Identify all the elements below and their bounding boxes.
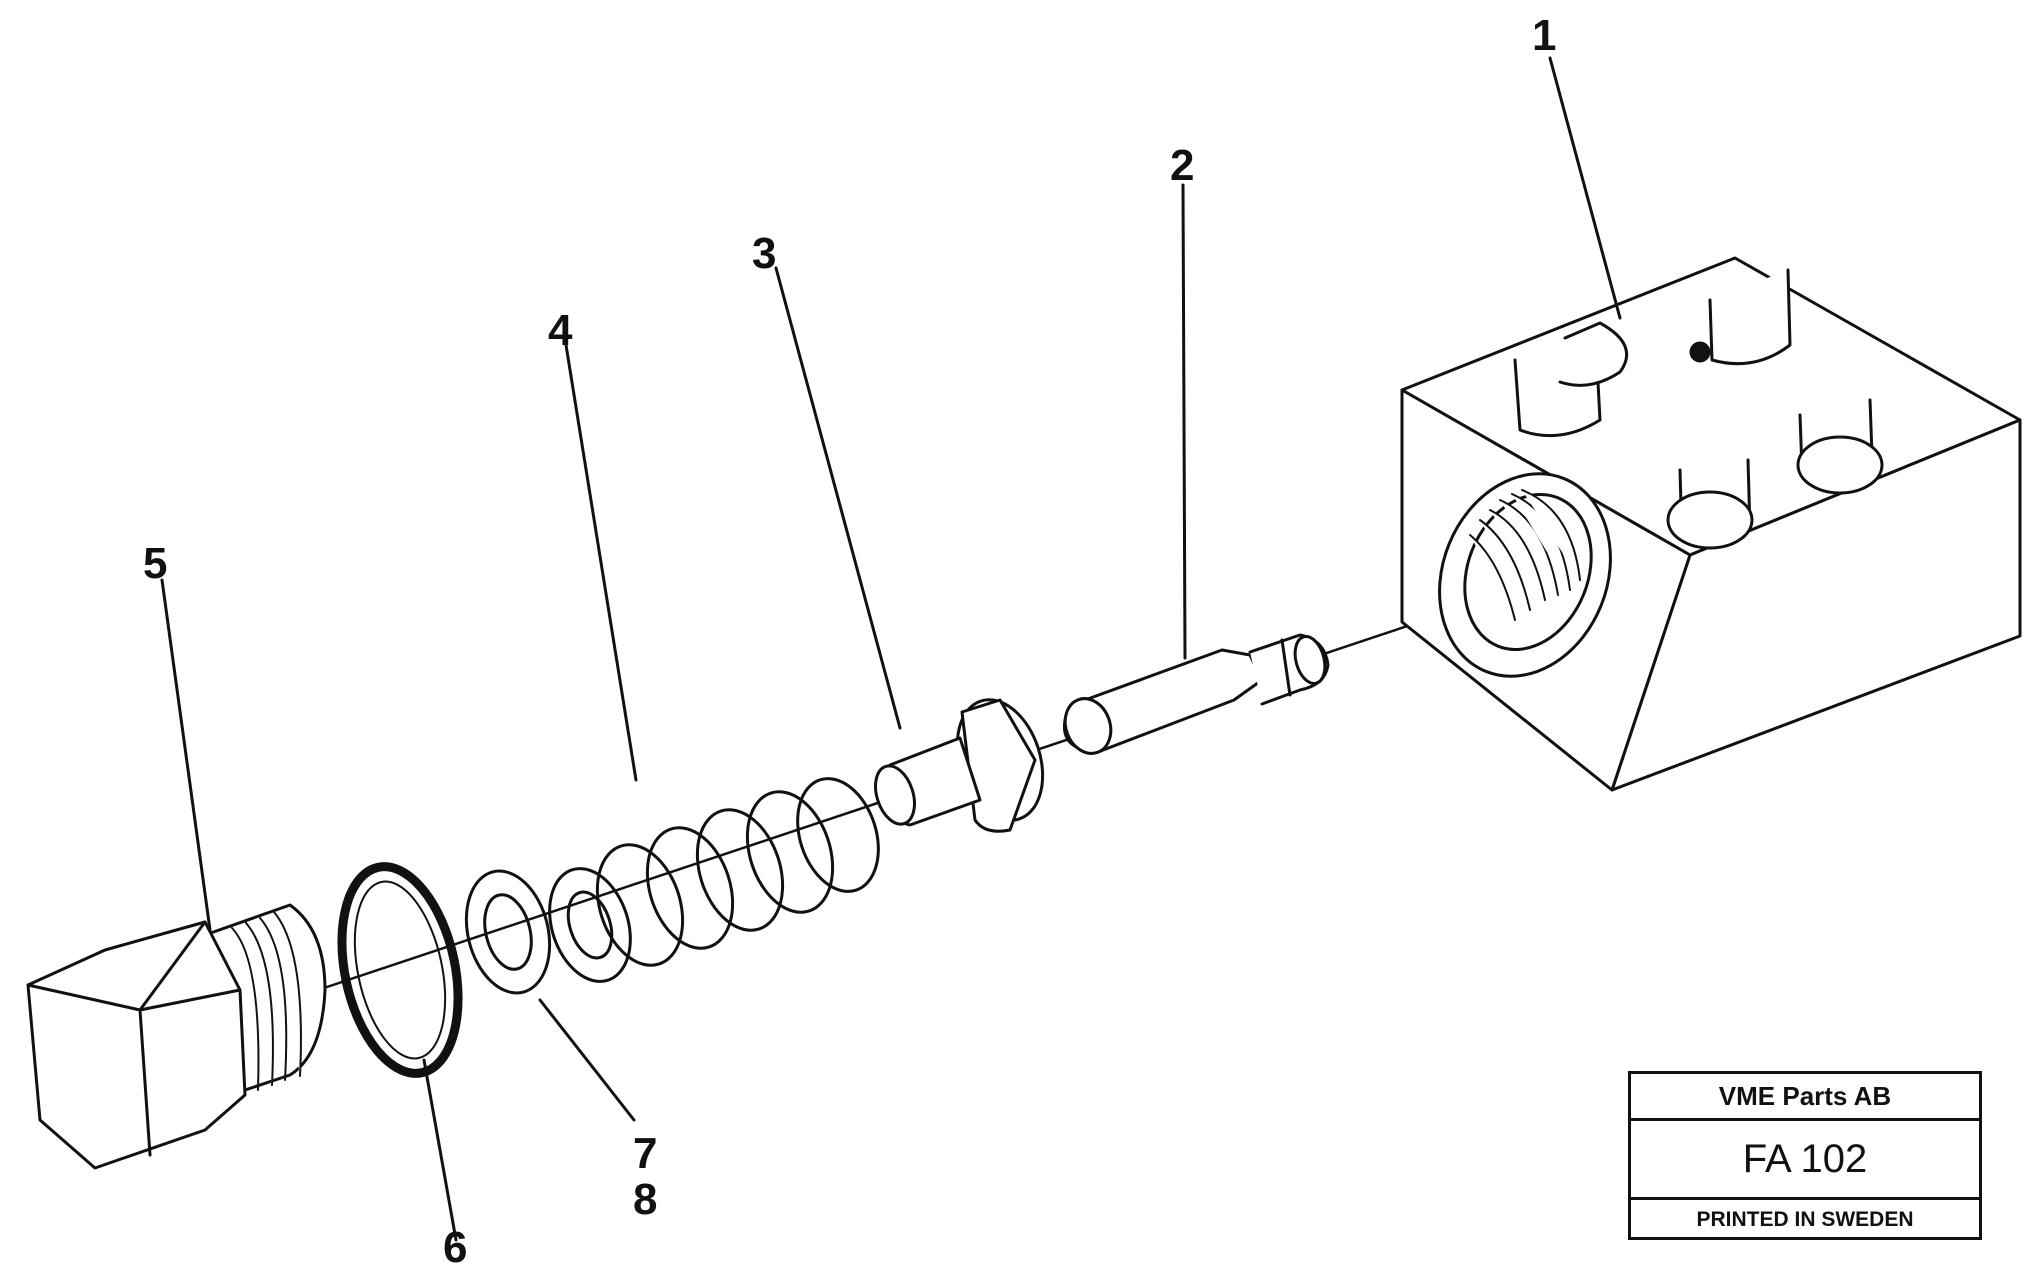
title-stamp-box: VME Parts AB FA 102 PRINTED IN SWEDEN xyxy=(1628,1071,1982,1240)
callout-6: 6 xyxy=(443,1223,467,1272)
callout-3: 3 xyxy=(752,229,776,278)
hex-plug xyxy=(26,903,327,1170)
coil-spring xyxy=(548,777,880,983)
sealing-ring xyxy=(337,862,463,1078)
stamp-figure-code: FA 102 xyxy=(1631,1121,1979,1200)
valve-poppet xyxy=(874,698,1045,833)
callout-4: 4 xyxy=(548,306,573,355)
callout-2: 2 xyxy=(1170,141,1194,190)
valve-housing-block xyxy=(1400,256,2022,792)
stamp-printed-note: PRINTED IN SWEDEN xyxy=(1696,1208,1914,1231)
callout-1: 1 xyxy=(1532,11,1556,60)
callout-5: 5 xyxy=(143,539,167,588)
leader-lines xyxy=(160,56,1622,1242)
callout-7: 7 xyxy=(633,1129,657,1178)
callout-8: 8 xyxy=(633,1175,657,1224)
stamp-company: VME Parts AB xyxy=(1631,1074,1979,1121)
shim-washer xyxy=(464,869,552,995)
spindle-pin xyxy=(1062,633,1330,755)
